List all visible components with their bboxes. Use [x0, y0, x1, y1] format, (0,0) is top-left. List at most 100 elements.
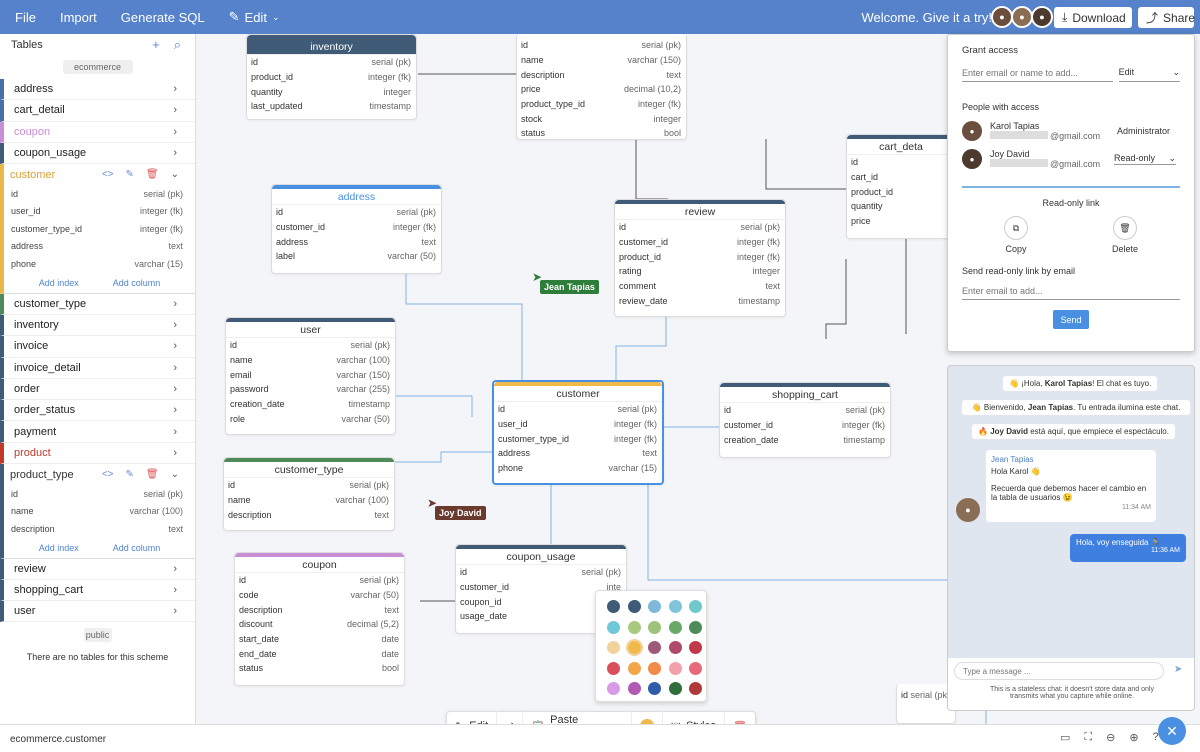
color-swatch[interactable] — [607, 661, 620, 675]
add-column-link[interactable]: Add column — [112, 542, 161, 553]
avatar[interactable]: ● — [991, 6, 1013, 28]
table-header[interactable]: product_type <> ✎ 🗑 ⌄ — [4, 464, 195, 485]
color-swatch[interactable] — [668, 661, 682, 675]
menu-import[interactable]: Import — [59, 9, 97, 25]
color-swatch[interactable] — [627, 600, 641, 613]
zoom-out-icon[interactable]: ⊖ — [1106, 732, 1116, 744]
sidebar-table-item[interactable]: customer_type› — [0, 293, 195, 315]
color-swatch[interactable] — [607, 641, 620, 654]
table-title[interactable]: coupon_usage — [456, 545, 626, 565]
color-swatch[interactable] — [607, 620, 620, 634]
zoom-in-icon[interactable]: ⊕ — [1129, 732, 1139, 744]
send-email-input[interactable] — [962, 282, 1180, 300]
chevron-down-icon[interactable]: ⌄ — [170, 169, 179, 181]
sidebar-table-item[interactable]: product› — [0, 442, 195, 465]
share-button[interactable]: ⤴ Share — [1138, 7, 1195, 28]
table-title[interactable]: inventory — [247, 35, 416, 55]
table-title[interactable]: customer_type — [224, 458, 394, 478]
sidebar-table-item[interactable]: coupon› — [0, 121, 195, 143]
sidebar-table-item[interactable]: address› — [0, 79, 195, 101]
copy-link-button[interactable]: ⧉ Copy — [1003, 216, 1028, 254]
clipboard-icon[interactable]: ▭ — [1060, 732, 1071, 744]
color-swatch[interactable] — [689, 620, 702, 634]
column-row[interactable]: price — [847, 214, 955, 229]
sidebar-table-item[interactable]: shopping_cart› — [0, 579, 195, 602]
sidebar-table-item[interactable]: order_status› — [0, 400, 195, 422]
table-title[interactable]: coupon — [235, 553, 404, 573]
search-icon[interactable]: ⌕ — [173, 37, 181, 52]
fullscreen-icon[interactable]: ⛶ — [1084, 731, 1093, 743]
table-title[interactable]: address — [272, 185, 441, 205]
sidebar-table-item[interactable]: payment› — [0, 421, 195, 443]
color-swatch[interactable] — [689, 661, 702, 675]
table-header[interactable]: customer <> ✎ 🗑 ⌄ — [4, 164, 195, 185]
send-button[interactable]: Send — [1053, 310, 1089, 329]
add-index-link[interactable]: Add index — [38, 542, 79, 553]
color-swatch[interactable] — [668, 641, 682, 654]
color-swatch[interactable] — [689, 682, 702, 695]
table-title[interactable]: user — [226, 318, 395, 338]
color-swatch[interactable] — [648, 600, 661, 613]
code-icon[interactable]: <> — [101, 169, 114, 181]
color-swatch[interactable] — [648, 661, 661, 675]
color-swatch[interactable] — [627, 620, 641, 634]
sidebar-table-item[interactable]: user› — [0, 601, 195, 623]
sidebar-table-item[interactable]: order› — [0, 378, 195, 401]
color-swatch[interactable] — [668, 600, 682, 613]
column-row[interactable]: quantity — [847, 199, 955, 214]
color-swatch[interactable] — [689, 641, 702, 654]
menu-generate-sql[interactable]: Generate SQL — [120, 9, 205, 25]
table-title[interactable]: shopping_cart — [720, 383, 890, 403]
trash-icon[interactable]: 🗑 — [145, 469, 159, 481]
table-title[interactable]: customer — [494, 382, 662, 402]
color-swatch[interactable] — [648, 641, 661, 654]
color-swatch[interactable] — [627, 661, 641, 675]
pencil-icon[interactable]: ✎ — [125, 469, 134, 481]
table-title[interactable]: cart_deta — [847, 135, 955, 155]
color-swatch[interactable] — [648, 682, 661, 695]
table-title[interactable]: review — [615, 200, 785, 220]
